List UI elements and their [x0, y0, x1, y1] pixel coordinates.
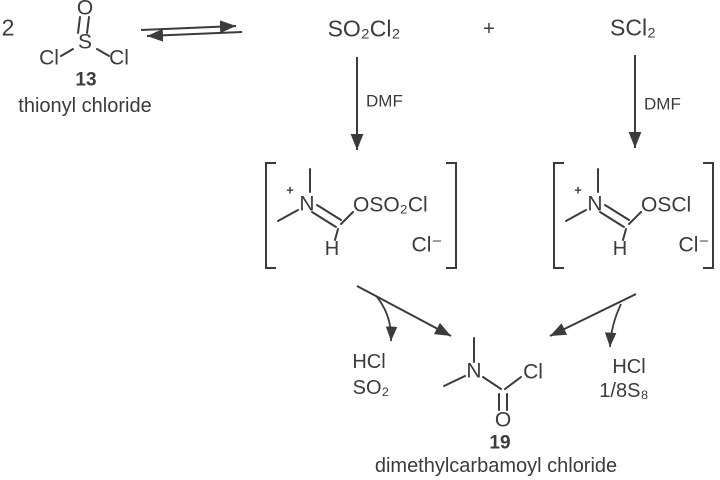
product-oxygen: O — [494, 408, 512, 432]
product-arrow-right — [549, 293, 637, 337]
dmf-label-left: DMF — [366, 91, 403, 111]
left-intermediate-nitrogen: N — [299, 192, 315, 216]
sulfur-dichloride-formula: SCl₂ — [610, 14, 656, 41]
right-intermediate-nitrogen: N — [587, 192, 603, 216]
product-bonds — [443, 337, 522, 411]
right-intermediate-counterion: Cl⁻ — [678, 233, 710, 257]
byproduct-arrow-right — [604, 303, 622, 348]
byproduct-right-sulfur: 1/8S₈ — [599, 380, 649, 402]
stoichiometric-factor: 2 — [1, 14, 15, 41]
oxygen-atom-label: O — [76, 0, 94, 20]
left-intermediate-substituent: OSO₂Cl — [353, 193, 428, 217]
left-intermediate-counterion: Cl⁻ — [411, 233, 443, 257]
product-name: dimethylcarbamoyl chloride — [374, 455, 618, 477]
left-intermediate-bonds — [277, 168, 354, 241]
right-intermediate-brackets — [553, 162, 714, 269]
left-intermediate-brackets — [265, 162, 457, 269]
sulfur-atom-label: S — [77, 30, 93, 54]
byproduct-left-hcl: HCl — [352, 351, 386, 373]
left-intermediate-hydrogen: H — [324, 238, 340, 260]
equilibrium-arrows — [140, 20, 243, 42]
byproduct-right-hcl: HCl — [612, 356, 646, 378]
plus-sign: + — [483, 18, 495, 40]
thionyl-chloride-bonds — [60, 16, 110, 57]
chlorine-right-atom-label: Cl — [109, 46, 129, 70]
dmf-label-right: DMF — [644, 94, 681, 114]
right-intermediate-substituent: OSCl — [641, 193, 692, 217]
thionyl-chloride-name: thionyl chloride — [18, 95, 152, 117]
byproduct-arrow-left — [376, 296, 398, 342]
left-intermediate-charge: + — [286, 182, 294, 198]
product-chlorine: Cl — [523, 360, 543, 384]
right-intermediate-charge: + — [574, 182, 582, 198]
right-intermediate-bonds — [565, 168, 642, 241]
compound-number-13: 13 — [75, 69, 97, 91]
product-arrow-left — [356, 285, 452, 337]
byproduct-left-so2: SO₂ — [352, 377, 390, 399]
right-intermediate-hydrogen: H — [612, 238, 628, 260]
product-nitrogen: N — [466, 359, 482, 383]
chlorine-left-atom-label: Cl — [39, 46, 59, 70]
compound-number-19: 19 — [489, 432, 511, 454]
sulfuryl-chloride-formula: SO₂Cl₂ — [327, 15, 401, 42]
